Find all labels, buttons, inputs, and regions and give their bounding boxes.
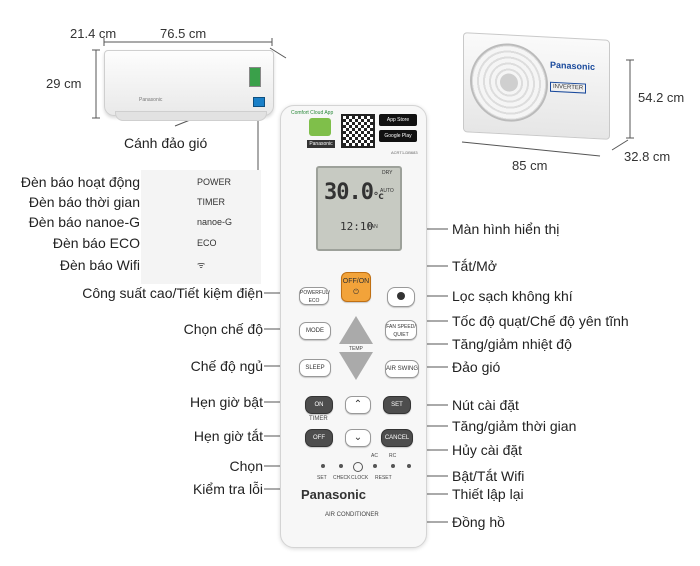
- set-small-label: SET: [317, 475, 327, 481]
- callout-reset: Thiết lập lại: [452, 486, 524, 502]
- callout-display: Màn hình hiển thị: [452, 221, 560, 237]
- qr-code: [341, 114, 375, 148]
- outdoor-brand: Panasonic: [550, 59, 596, 73]
- outdoor-width: 85 cm: [512, 158, 548, 173]
- indoor-logo: Panasonic: [139, 97, 163, 103]
- app-store-badge: App Store: [379, 114, 417, 126]
- flap-label: Cánh đảo gió: [124, 135, 208, 151]
- ind-power: POWER: [197, 177, 232, 187]
- wifi-dot-button[interactable]: [407, 464, 411, 468]
- temp-up-button[interactable]: [339, 316, 373, 344]
- powerful-eco-button[interactable]: POWERFUL/ ECO: [299, 287, 330, 305]
- rc-label: RC: [389, 453, 397, 459]
- callout-swing: Đảo gió: [452, 359, 501, 375]
- reset-small-label: RESET: [375, 475, 392, 481]
- sleep-button[interactable]: SLEEP: [299, 359, 331, 377]
- callout-fan-speed: Tốc độ quạt/Chế độ yên tĩnh: [452, 313, 629, 329]
- energy-label: [249, 67, 261, 87]
- remote-control: Comfort Cloud App App Store Google Play …: [280, 105, 427, 548]
- nanoe-button[interactable]: [387, 287, 415, 307]
- time-down-button[interactable]: ⌄: [345, 429, 371, 447]
- callout-onoff: Tắt/Mở: [452, 258, 497, 274]
- air-conditioner-label: AIR CONDITIONER: [325, 512, 379, 518]
- callout-select: Chọn: [229, 458, 263, 474]
- google-play-badge: Google Play: [379, 130, 417, 142]
- ind-timer: TIMER: [197, 197, 225, 207]
- callout-check: Kiểm tra lỗi: [192, 481, 263, 497]
- fan-speed-quiet-button[interactable]: FAN SPEED/ QUIET: [385, 320, 417, 340]
- label-nanoe-indicator: Đèn báo nanoe-G: [28, 214, 140, 230]
- comfort-cloud-text: Comfort Cloud App: [291, 110, 334, 116]
- clock-small-label: CLOCK: [351, 475, 369, 481]
- outdoor-height: 54.2 cm: [638, 90, 685, 105]
- callout-clock: Đồng hồ: [452, 514, 505, 530]
- callout-mode: Chọn chế độ: [183, 321, 263, 337]
- label-eco-indicator: Đèn báo ECO: [52, 235, 140, 251]
- callout-temp: Tăng/giảm nhiệt độ: [452, 336, 572, 352]
- timer-off-button[interactable]: OFF: [305, 429, 333, 447]
- air-flap: [115, 111, 267, 121]
- lcd-display: DRY 30.0°c AUTO 12:10 FAN: [316, 166, 402, 251]
- mode-button[interactable]: MODE: [299, 322, 331, 340]
- callout-set: Nút cài đặt: [452, 397, 519, 413]
- check-small-label: CHECK: [333, 475, 351, 481]
- home-app-icon: [309, 118, 331, 136]
- ac-reset-dot[interactable]: [373, 464, 377, 468]
- callout-wifi: Bật/Tắt Wifi: [452, 468, 525, 484]
- time-up-button[interactable]: ⌃: [345, 396, 371, 414]
- lcd-fan: FAN: [368, 224, 378, 230]
- outdoor-unit-image: Panasonic INVERTER: [463, 32, 610, 140]
- temp-down-button[interactable]: [339, 352, 373, 380]
- label-power-indicator: Đèn báo hoạt động: [20, 174, 140, 190]
- cancel-button[interactable]: CANCEL: [381, 429, 413, 447]
- lcd-clock: 12:10: [340, 220, 374, 233]
- clock-button[interactable]: [353, 462, 363, 472]
- indicator-panel-mark: [253, 97, 265, 107]
- callout-timer-on: Hẹn giờ bật: [189, 394, 263, 410]
- inverter-badge: INVERTER: [550, 81, 587, 94]
- lcd-auto: AUTO: [380, 188, 394, 194]
- off-on-button[interactable]: OFF/ON⏻: [341, 272, 371, 302]
- temp-label: TEMP: [349, 346, 363, 352]
- timer-on-button[interactable]: ON: [305, 396, 333, 414]
- indicator-panel: POWER TIMER nanoe-G ECO ᯤ: [141, 170, 261, 284]
- indoor-width: 76.5 cm: [160, 26, 207, 41]
- model-number: ACRT1-DB683: [391, 150, 418, 155]
- indoor-depth: 21.4 cm: [70, 26, 117, 41]
- label-wifi-indicator: Đèn báo Wifi: [59, 257, 140, 273]
- ind-eco: ECO: [197, 238, 217, 248]
- callout-time: Tăng/giảm thời gian: [452, 418, 577, 434]
- ind-nanoe: nanoe-G: [197, 217, 233, 227]
- lcd-temperature: 30.0°c: [324, 180, 384, 205]
- fan-grille: [470, 41, 548, 124]
- timer-label: TIMER: [309, 416, 328, 422]
- callout-timer-off: Hẹn giờ tắt: [193, 428, 263, 444]
- indoor-height: 29 cm: [46, 76, 82, 91]
- wifi-icon: ᯤ: [197, 260, 206, 270]
- set-button[interactable]: SET: [383, 396, 411, 414]
- air-swing-button[interactable]: AIR SWING: [385, 360, 419, 378]
- callout-powerful-eco: Công suất cao/Tiết kiệm điện: [82, 285, 263, 301]
- set-dot-button[interactable]: [321, 464, 325, 468]
- indoor-unit-image: Panasonic: [104, 50, 274, 121]
- ac-label: AC: [371, 453, 378, 459]
- outdoor-depth: 32.8 cm: [624, 149, 671, 164]
- label-timer-indicator: Đèn báo thời gian: [28, 194, 140, 210]
- reset-dot-button[interactable]: [391, 464, 395, 468]
- remote-brand: Panasonic: [301, 487, 367, 502]
- check-dot-button[interactable]: [339, 464, 343, 468]
- callout-cancel: Hủy cài đặt: [452, 442, 523, 458]
- lcd-dry: DRY: [382, 170, 393, 176]
- callout-air-purify: Lọc sạch không khí: [452, 288, 573, 304]
- callout-sleep: Chế độ ngủ: [190, 358, 263, 374]
- remote-brand-small: Panasonic: [307, 140, 335, 148]
